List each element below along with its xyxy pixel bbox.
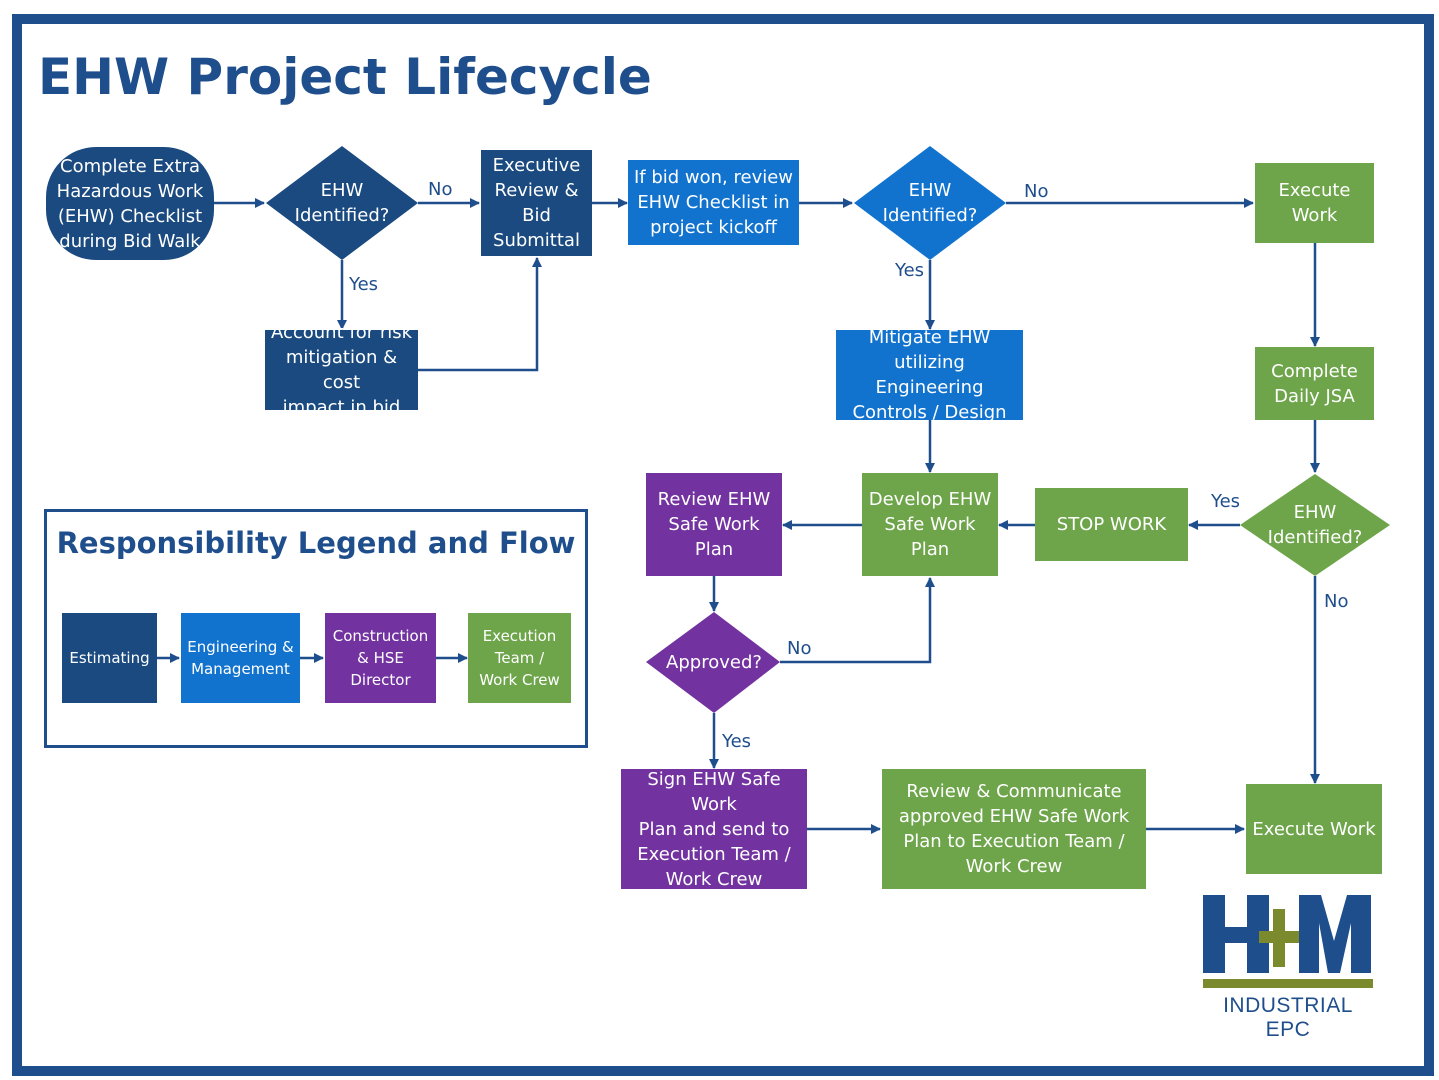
decision-ehw3-label: EHW Identified? [1267,502,1363,548]
decision-ehw1-label: EHW Identified? [294,180,390,226]
legend-item-engineering: Engineering & Management [181,613,300,703]
execute-work-top-node: Execute Work [1255,163,1374,243]
edge-label-ehw3-yes: Yes [1211,491,1241,512]
decision-ehw1-shape [266,146,418,260]
page-title: EHW Project Lifecycle [38,48,652,106]
decision-approved-label: Approved? [666,651,762,673]
execute-work-bottom-node: Execute Work [1246,784,1382,874]
account-risk-node: Account for risk mitigation & cost impac… [265,322,418,418]
edge-label-ehw3-no: No [1324,591,1349,612]
edge-label-ehw2-no: No [1024,181,1049,202]
decision-ehw2-label: EHW Identified? [882,180,978,226]
bid-won-node: If bid won, review EHW Checklist in proj… [628,160,799,245]
develop-plan-node: Develop EHW Safe Work Plan [862,473,998,576]
edge-label-approved-yes: Yes [722,731,752,752]
edge-label-approved-no: No [787,638,812,659]
edge-label-ehw2-yes: Yes [895,260,925,281]
legend-item-execution: Execution Team / Work Crew [468,613,571,703]
decision-ehw3-shape [1240,474,1390,576]
daily-jsa-node: Complete Daily JSA [1255,347,1374,420]
legend-title: Responsibility Legend and Flow [56,526,576,560]
page-frame [12,14,1434,1076]
mitigate-node: Mitigate EHW utilizing Engineering Contr… [836,327,1023,423]
communicate-plan-node: Review & Communicate approved EHW Safe W… [882,769,1146,889]
decision-ehw2-shape [854,146,1006,260]
stop-work-node: STOP WORK [1035,488,1188,561]
logo-text: INDUSTRIAL EPC [1223,994,1353,1041]
edge-approved-no [780,577,935,664]
decision-approved-shape [646,612,780,713]
review-plan-node: Review EHW Safe Work Plan [646,473,782,576]
edge-account-exec [418,257,542,372]
legend-item-estimating: Estimating [62,613,157,703]
executive-review-node: Executive Review & Bid Submittal [481,150,592,256]
start-node: Complete Extra Hazardous Work (EHW) Chec… [46,147,214,260]
edge-label-ehw1-yes: Yes [349,274,379,295]
legend-item-construction: Construction & HSE Director [325,613,436,703]
hm-logo [1203,895,1373,988]
edge-label-ehw1-no: No [428,179,453,200]
legend-box [44,509,588,748]
sign-plan-node: Sign EHW Safe Work Plan and send to Exec… [621,769,807,890]
